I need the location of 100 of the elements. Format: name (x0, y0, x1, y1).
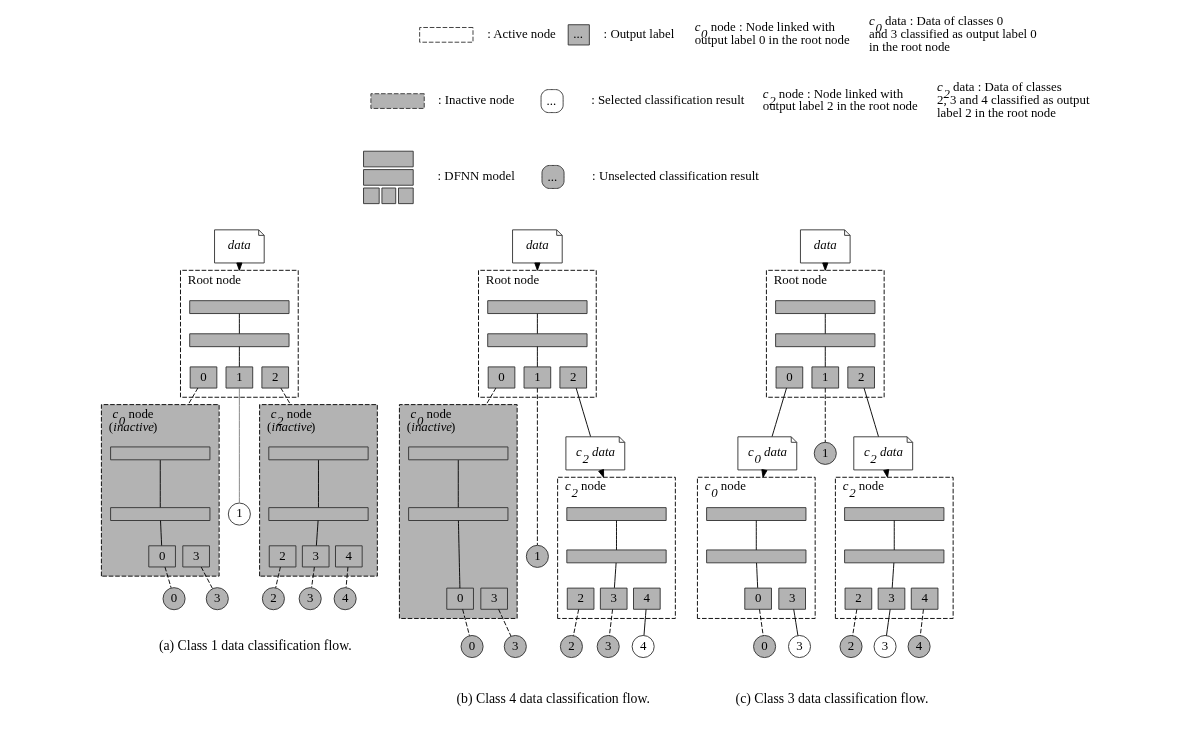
connector (485, 387, 496, 406)
connector (536, 346, 538, 368)
node-bar (774, 300, 875, 314)
node-box: 0 (775, 366, 803, 389)
node-circle: 4 (631, 635, 655, 658)
node-circle: 3 (503, 635, 527, 658)
node-box: 0 (445, 587, 474, 610)
connector (461, 608, 470, 636)
label: ... (546, 93, 556, 108)
connector (200, 566, 213, 590)
connector (643, 608, 646, 636)
connector (824, 387, 826, 443)
connector (159, 520, 162, 546)
connector (238, 313, 240, 335)
node-box: 1 (811, 366, 839, 389)
node-circle: 3 (298, 587, 322, 611)
connector (824, 313, 826, 335)
node-bar (705, 507, 806, 521)
node-circle: 3 (205, 587, 229, 611)
connector (575, 387, 591, 437)
node-box: 0 (487, 366, 515, 389)
connector (891, 562, 894, 589)
legend-label: : Selected classification result (590, 93, 744, 108)
connector (279, 387, 291, 406)
connector (187, 387, 198, 406)
label: (b) Class 4 data classification flow. (455, 691, 650, 707)
connector (755, 562, 758, 589)
connector (755, 520, 757, 551)
node-circle: 0 (162, 587, 186, 611)
node-bar (188, 300, 289, 314)
node-bar (843, 549, 944, 564)
node-bar (705, 549, 806, 564)
connector (310, 566, 315, 588)
node-box: 3 (301, 545, 329, 568)
node-box: 4 (632, 587, 661, 610)
connector (238, 387, 240, 504)
legend-label: : Active node (486, 27, 556, 42)
connector (497, 608, 511, 637)
node-box: 2 (846, 366, 875, 389)
connector (851, 608, 857, 636)
node-box: 0 (147, 545, 176, 568)
connector (536, 313, 538, 335)
node-box: 2 (268, 545, 296, 568)
node-circle: 3 (873, 635, 897, 658)
connector (608, 608, 613, 636)
node-box: 1 (523, 366, 551, 389)
node-box: 4 (334, 545, 363, 568)
node-circle: 0 (460, 635, 484, 658)
label: (a) Class 1 data classification flow. (158, 637, 352, 653)
connector (771, 387, 787, 437)
connector (317, 459, 319, 508)
node-box: 1 (225, 366, 253, 389)
connector (238, 346, 240, 368)
node-box: 4 (910, 587, 938, 610)
connector (863, 387, 879, 437)
label: ... (547, 169, 557, 184)
connector (792, 608, 798, 636)
connector (615, 520, 617, 551)
node-box: 2 (566, 587, 594, 610)
node-bar (565, 507, 667, 521)
node-bar (486, 333, 587, 348)
node-bar (109, 507, 210, 521)
node-box: 3 (181, 545, 210, 568)
node-circle: 3 (596, 635, 620, 658)
label: ... (572, 27, 583, 42)
connector (824, 346, 826, 368)
connector (345, 566, 348, 588)
label: (c) Class 3 data classification flow. (735, 691, 928, 707)
node-box: 0 (189, 366, 217, 389)
node-circle: 1 (813, 441, 837, 465)
connector (613, 562, 617, 589)
node-box: 3 (599, 587, 627, 610)
node-box: 2 (260, 366, 289, 389)
connector (885, 608, 891, 636)
node-box: 2 (558, 366, 587, 389)
node-box: 0 (743, 587, 772, 610)
node-circle: 1 (525, 544, 549, 568)
node-circle: 3 (787, 635, 811, 658)
node-bar (565, 549, 667, 564)
node-box: 2 (844, 587, 872, 610)
node-box: 3 (777, 587, 806, 610)
node-circle: 4 (907, 635, 931, 658)
legend-label: : Inactive node (437, 93, 514, 108)
connector (919, 608, 924, 636)
node-bar (267, 507, 369, 521)
node-circle: 2 (559, 635, 583, 658)
legend-label: : Output label (603, 27, 674, 42)
node-bar (843, 507, 944, 521)
node-box: 3 (877, 587, 905, 610)
node-circle: 2 (839, 635, 863, 658)
connector (457, 520, 460, 589)
connector (536, 387, 538, 546)
node-bar (188, 333, 289, 348)
node-bar (407, 446, 508, 461)
node-circle: 2 (261, 587, 285, 611)
connector (159, 459, 161, 508)
connector (274, 566, 281, 589)
node-bar (774, 333, 875, 348)
node-bar (109, 446, 210, 461)
connector (457, 459, 459, 508)
